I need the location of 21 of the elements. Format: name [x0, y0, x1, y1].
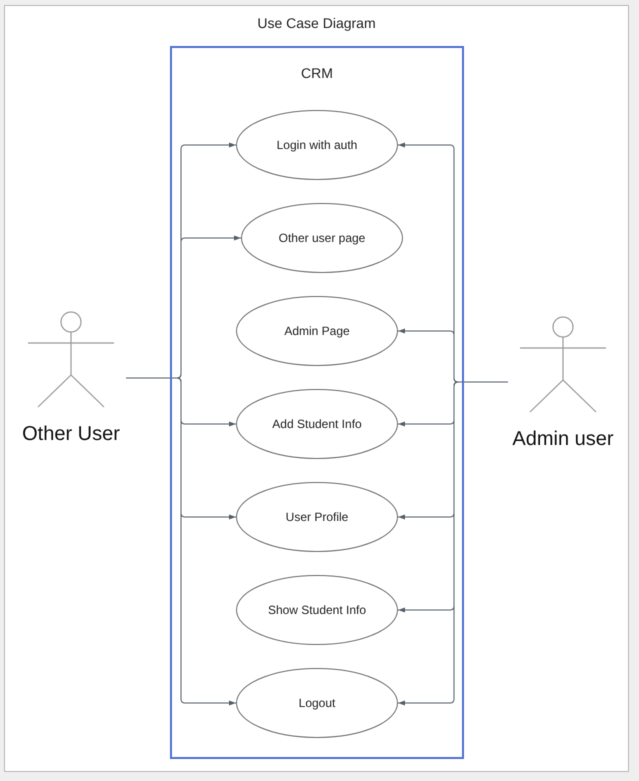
use-case-label: User Profile — [284, 510, 350, 524]
use-case-label: Login with auth — [276, 138, 358, 152]
use-case-ellipse — [236, 482, 398, 552]
system-name: CRM — [300, 64, 334, 82]
arrow — [126, 378, 236, 706]
actor-name: Admin user — [511, 427, 615, 451]
use-case-ellipse — [236, 668, 398, 738]
diagram-title: Use Case Diagram — [256, 14, 377, 32]
use-case-label: Other user page — [278, 230, 366, 246]
use-case-label: Admin Page — [283, 324, 351, 338]
use-case-ellipse — [236, 296, 398, 366]
use-case-ellipse — [236, 110, 398, 180]
use-case-ellipse — [236, 575, 398, 645]
use-case-ellipse — [236, 389, 398, 459]
system-boundary — [170, 46, 464, 759]
use-case-label: Add Student Info — [271, 416, 363, 432]
actor-name: Other User — [21, 422, 121, 446]
arrow — [398, 382, 508, 706]
use-case-label: Logout — [298, 696, 336, 710]
use-case-label: Show Student Info — [266, 602, 368, 618]
use-case-ellipse — [241, 203, 403, 273]
